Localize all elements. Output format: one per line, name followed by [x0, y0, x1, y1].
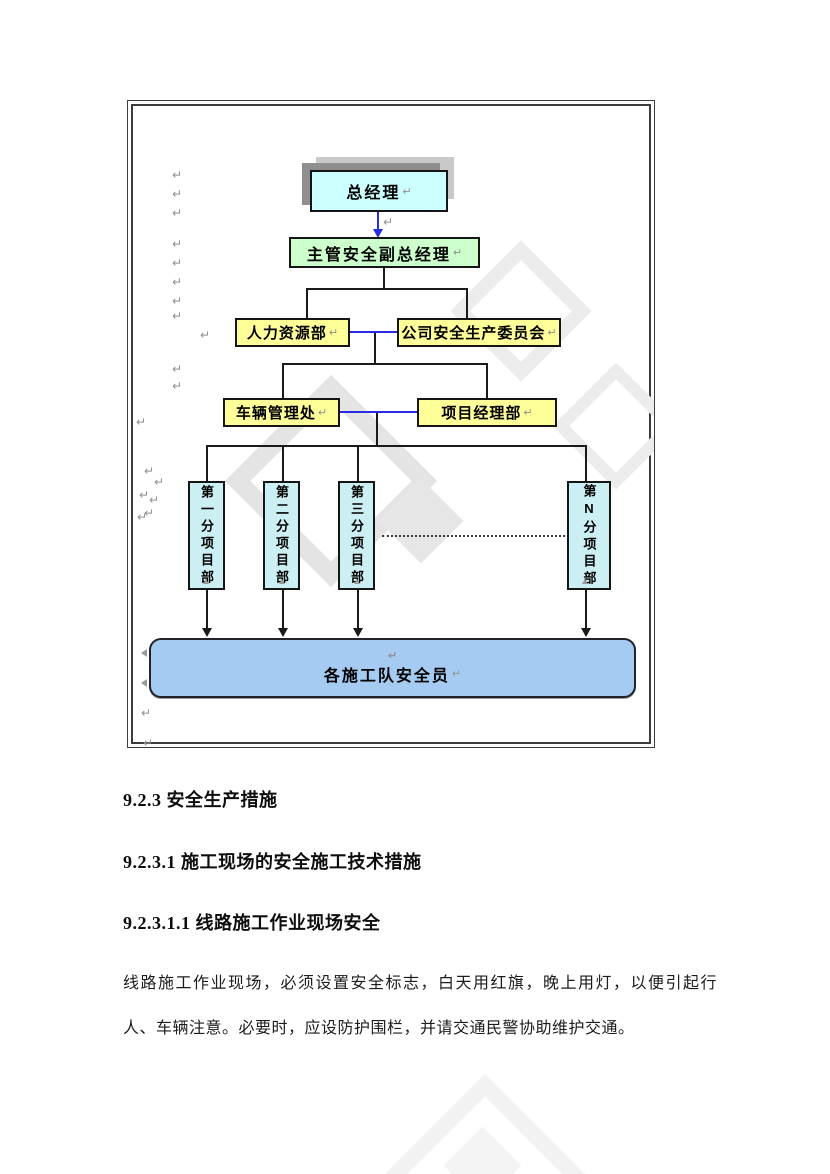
- node-crew-safety-officers: ↵ 各施工队安全员↵: [149, 638, 636, 698]
- artifact-arrow-icon: [354, 579, 360, 584]
- connector-arrow: [585, 590, 587, 630]
- artifact-arrow-icon: [141, 649, 147, 657]
- node-project-mgr-dept: 项目经理部↵: [417, 398, 557, 427]
- connector-line: [306, 288, 468, 290]
- node-sub-project-1: 第一分项目部: [188, 481, 225, 590]
- connector-line-blue: [350, 331, 397, 333]
- heading-9231: 9.2.3.1 施工现场的安全施工技术措施: [123, 852, 422, 872]
- connector-line: [206, 446, 208, 481]
- artifact-arrow-icon: [141, 679, 147, 687]
- paragraph-mark: ↵: [317, 407, 328, 419]
- node-safety-committee-label: 公司安全生产委员会: [401, 325, 546, 342]
- node-sub-project-2: 第二分项目部: [263, 481, 300, 590]
- connector-line: [376, 413, 378, 446]
- node-hr-dept-label: 人力资源部: [246, 325, 327, 342]
- node-sub-project-3: 第三分项目部: [338, 481, 375, 590]
- connector-arrow: [206, 590, 208, 630]
- diagram-frame-inner-border: [131, 104, 651, 744]
- node-sub-project-n: 第N分项目部: [567, 481, 611, 590]
- paragraph-mark: ↵: [547, 327, 557, 339]
- node-general-manager: 总经理↵: [310, 170, 448, 212]
- connector-line: [206, 445, 587, 447]
- artifact-arrow-icon: [582, 579, 588, 584]
- node-project-mgr-dept-label: 项目经理部: [441, 405, 522, 422]
- arrowhead-down-blue-icon: [373, 229, 383, 238]
- arrowhead-down-icon: [278, 628, 288, 637]
- arrowhead-down-icon: [581, 628, 591, 637]
- node-hr-dept: 人力资源部↵: [235, 318, 350, 347]
- paragraph-mark: ↵: [328, 327, 339, 339]
- paragraph-mark: ↵: [452, 247, 463, 259]
- ellipsis-dotted-line: [382, 535, 565, 537]
- body-text-line: 线路施工作业现场，必须设置安全标志，白天用红旗，晚上用灯，以便引起行: [123, 975, 717, 992]
- connector-line: [282, 363, 488, 365]
- node-sub-project-2-label: 第二分项目部: [274, 484, 289, 587]
- node-sub-project-1-label: 第一分项目部: [199, 484, 214, 587]
- node-safety-deputy-gm-label: 主管安全副总经理: [306, 246, 451, 264]
- node-sub-project-n-label: 第N分项目部: [581, 483, 597, 588]
- node-safety-deputy-gm: 主管安全副总经理↵: [289, 237, 480, 268]
- node-sub-project-3-label: 第三分项目部: [349, 484, 364, 587]
- connector-line: [374, 333, 376, 365]
- artifact-arrow-icon: [203, 579, 209, 584]
- paragraph-mark: ↵: [523, 407, 533, 419]
- node-general-manager-label: 总经理: [346, 185, 401, 202]
- node-safety-committee: 公司安全生产委员会↵: [397, 318, 561, 347]
- paragraph-mark: ↵: [387, 649, 398, 662]
- arrowhead-down-icon: [202, 628, 212, 637]
- artifact-arrow-icon: [279, 579, 285, 584]
- node-vehicle-mgmt: 车辆管理处↵: [223, 398, 340, 427]
- connector-line: [466, 288, 468, 318]
- connector-line: [282, 446, 284, 481]
- paragraph-mark: ↵: [402, 185, 412, 198]
- node-vehicle-mgmt-label: 车辆管理处: [235, 405, 316, 422]
- heading-923: 9.2.3 安全生产措施: [123, 790, 278, 810]
- connector-line: [357, 446, 359, 481]
- connector-line: [585, 446, 587, 481]
- connector-line: [486, 363, 488, 398]
- body-text-line: 人、车辆注意。必要时，应设防护围栏，并请交通民警协助维护交通。: [123, 1020, 635, 1037]
- connector-arrow: [282, 590, 284, 630]
- paragraph-mark: ↵: [451, 668, 462, 680]
- connector-line-blue: [340, 411, 417, 413]
- heading-92311: 9.2.3.1.1 线路施工作业现场安全: [123, 913, 381, 933]
- connector-line: [282, 363, 284, 398]
- arrowhead-down-icon: [353, 628, 363, 637]
- connector-arrow: [357, 590, 359, 630]
- node-crew-safety-officers-label: 各施工队安全员: [323, 667, 450, 685]
- connector-line: [306, 288, 308, 318]
- connector-line: [383, 268, 385, 290]
- connector-arrow-blue: [377, 212, 379, 231]
